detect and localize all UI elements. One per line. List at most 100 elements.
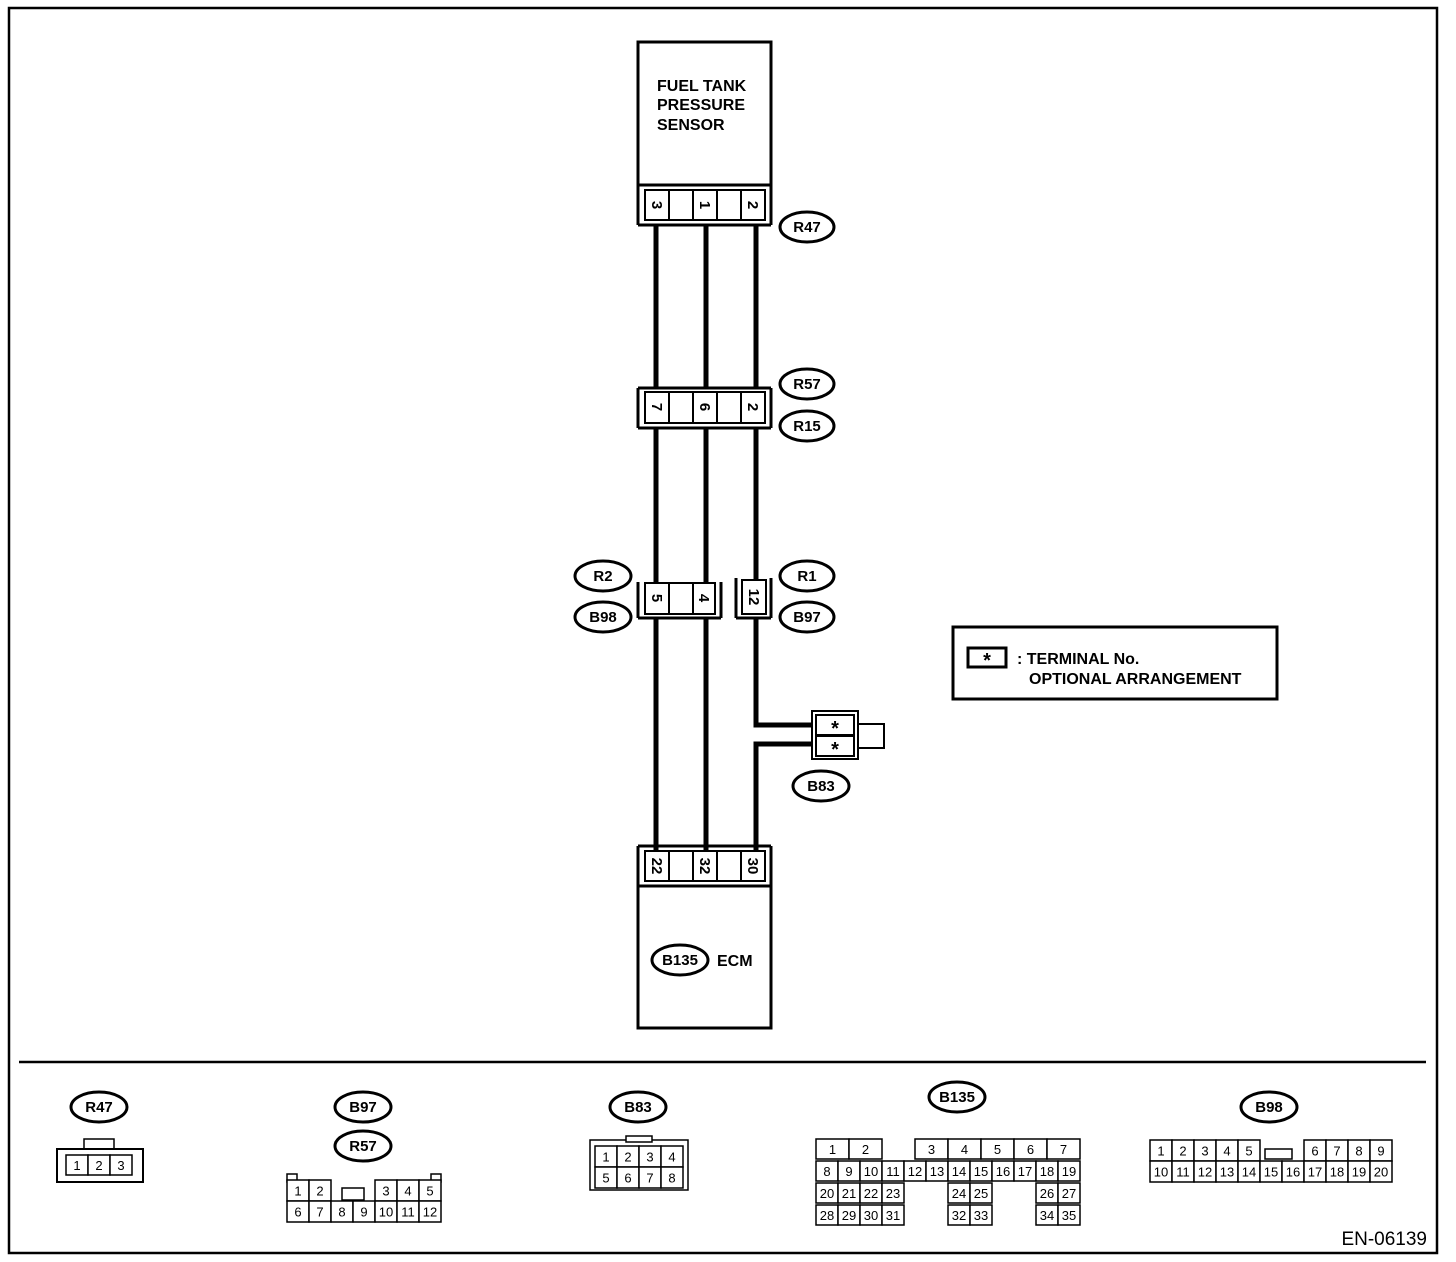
svg-text:R57: R57 (793, 376, 821, 393)
terminal-number: 21 (842, 1186, 856, 1201)
pin-label: 12 (745, 589, 762, 606)
terminal-number: 7 (646, 1171, 653, 1186)
terminal-cell (1046, 1138, 1081, 1160)
terminal-number: 11 (886, 1164, 900, 1179)
terminal-number: 9 (1377, 1144, 1384, 1159)
terminal-number: 33 (974, 1208, 988, 1223)
svg-text:R1: R1 (797, 568, 816, 585)
terminal-cell (969, 1204, 993, 1226)
terminal-number: 35 (1062, 1208, 1076, 1223)
pin-label: 5 (648, 594, 665, 602)
pin-label: 30 (744, 858, 761, 875)
terminal-number: 17 (1308, 1165, 1322, 1180)
terminal-cell (660, 1166, 684, 1189)
oval-r2: R2 (573, 559, 633, 593)
terminal-number: 7 (316, 1205, 323, 1220)
wire-12-b83 (753, 618, 816, 728)
terminal-cell (1057, 1182, 1081, 1204)
pin-label: 32 (696, 858, 713, 875)
terminal-number: 28 (820, 1208, 834, 1223)
sensor-name-line2: PRESSURE (657, 97, 745, 114)
ecm: 22 32 30 B135 ECM (636, 844, 773, 1030)
terminal-number: 25 (974, 1186, 988, 1201)
terminal-number: 8 (668, 1171, 675, 1186)
terminal-number: 6 (294, 1205, 301, 1220)
terminal-number: 5 (994, 1142, 1001, 1157)
b83-connector: * * (811, 710, 885, 761)
svg-text:B97: B97 (349, 1099, 377, 1116)
terminal-cell (109, 1154, 133, 1176)
svg-text:B83: B83 (807, 778, 835, 795)
terminal-number: 15 (974, 1164, 988, 1179)
sensor-name-line1: FUEL TANK (657, 78, 747, 95)
joint-connector-r1-b97: 12 (734, 578, 773, 620)
svg-text:R2: R2 (593, 568, 612, 585)
terminal-number: 13 (1220, 1165, 1234, 1180)
joint-connector-r2-b98: 5 4 (636, 582, 723, 620)
terminal-number: 26 (1040, 1186, 1054, 1201)
terminal-number: 1 (294, 1184, 301, 1199)
terminal-cell (881, 1204, 905, 1226)
terminal-number: 12 (1198, 1165, 1212, 1180)
terminal-number: 29 (842, 1208, 856, 1223)
terminal-number: 4 (404, 1184, 411, 1199)
terminal-number: 14 (952, 1164, 966, 1179)
joint-connector-r57-r15: 7 6 2 (636, 386, 773, 430)
terminal-number: 22 (864, 1186, 878, 1201)
terminal-number: 11 (401, 1205, 415, 1220)
legend-symbol: * (983, 650, 991, 672)
terminal-number: 7 (1060, 1142, 1067, 1157)
terminal-number: 8 (1355, 1144, 1362, 1159)
terminal-number: 18 (1040, 1164, 1054, 1179)
oval-r1: R1 (778, 559, 836, 593)
terminal-number: 12 (908, 1164, 922, 1179)
terminal-number: 7 (1333, 1144, 1340, 1159)
svg-text:B83: B83 (624, 1099, 652, 1116)
terminal-number: 5 (1245, 1144, 1252, 1159)
terminal-number: 17 (1018, 1164, 1032, 1179)
wire-b83-30 (753, 741, 816, 851)
legend-line2: OPTIONAL ARRANGEMENT (1029, 671, 1242, 688)
ecm-connector-b135 (644, 850, 766, 882)
terminal-number: 6 (1027, 1142, 1034, 1157)
legend-line1: : TERMINAL No. (1017, 651, 1139, 668)
terminal-number: 3 (382, 1184, 389, 1199)
svg-text:B98: B98 (1255, 1099, 1283, 1116)
svg-text:R57: R57 (349, 1138, 377, 1155)
terminal-number: 20 (1374, 1165, 1388, 1180)
terminal-number: 9 (845, 1164, 852, 1179)
terminal-number: 4 (668, 1150, 675, 1165)
terminal-cell (418, 1200, 442, 1223)
svg-text:R47: R47 (793, 219, 821, 236)
terminal-cell (1057, 1204, 1081, 1226)
terminal-number: 1 (1157, 1144, 1164, 1159)
terminal-number: 11 (1176, 1165, 1190, 1180)
oval-b97: B97 (778, 600, 836, 634)
terminal-number: 1 (73, 1158, 80, 1173)
terminal-number: 3 (928, 1142, 935, 1157)
pin-label: 2 (744, 403, 761, 411)
oval-b98: B98 (573, 600, 633, 634)
terminal-number: 31 (886, 1208, 900, 1223)
terminal-number: 24 (952, 1186, 966, 1201)
terminal-cell (881, 1182, 905, 1204)
terminal-number: 6 (1311, 1144, 1318, 1159)
b83-pin-lower: * (831, 739, 839, 761)
terminal-number: 34 (1040, 1208, 1054, 1223)
terminal-number: 2 (862, 1142, 869, 1157)
terminal-number: 8 (338, 1205, 345, 1220)
terminal-number: 2 (316, 1184, 323, 1199)
terminal-number: 9 (360, 1205, 367, 1220)
pin-label: 22 (648, 858, 665, 875)
terminal-number: 1 (602, 1150, 609, 1165)
sensor-body (636, 40, 773, 187)
terminal-number: 20 (820, 1186, 834, 1201)
outer-frame (7, 6, 1439, 1255)
sensor-name-line3: SENSOR (657, 117, 725, 134)
pin-label: 4 (695, 594, 712, 603)
terminal-cell (848, 1138, 883, 1160)
terminal-cell (1369, 1160, 1393, 1183)
oval-r57: R57 (778, 367, 836, 401)
fuel-tank-pressure-sensor: FUEL TANK PRESSURE SENSOR 3 1 2 (636, 40, 773, 227)
